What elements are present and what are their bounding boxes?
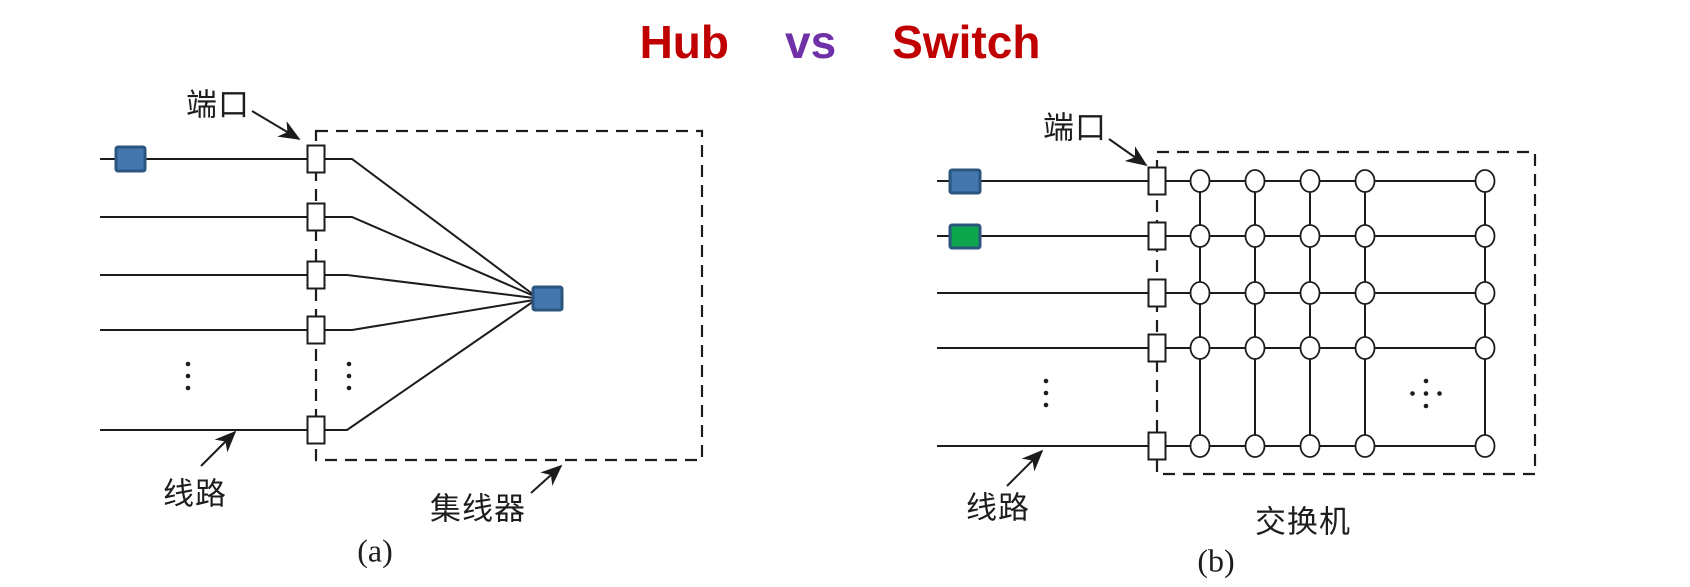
crosspoint-circle	[1244, 169, 1266, 193]
crosspoint-circle	[1474, 224, 1496, 248]
title-switch: Switch	[892, 16, 1041, 68]
crossbar-grid	[1189, 169, 1496, 458]
switch-port-box	[1147, 166, 1167, 196]
switch-device-label: 交换机	[1255, 504, 1351, 540]
crosspoint-circle	[1299, 169, 1321, 193]
switch-diagram	[937, 138, 1537, 487]
ellipsis-dot	[1043, 390, 1049, 396]
crosspoint-circle	[1189, 224, 1211, 248]
ellipsis-dot	[1423, 403, 1429, 409]
title-vs: vs	[785, 16, 837, 68]
crosspoint-circle	[1189, 434, 1211, 458]
hub-port-arrow	[251, 110, 301, 140]
crosspoint-circle	[1244, 281, 1266, 305]
switch-caption: (b)	[1197, 542, 1235, 579]
switch-port-box	[1147, 333, 1167, 363]
switch-port-label: 端口	[1043, 110, 1107, 146]
hub-line-label: 线路	[163, 476, 227, 512]
switch-line-arrow	[1006, 449, 1044, 487]
ellipsis-dot	[346, 385, 352, 391]
hub-center-node	[531, 285, 564, 312]
crosspoint-circle	[1244, 434, 1266, 458]
ellipsis-dot	[185, 373, 191, 379]
switch-host-node-green	[948, 223, 982, 250]
ellipsis-dot	[1410, 391, 1415, 396]
hub-internal-line	[324, 216, 535, 297]
hub-host-node-blue	[114, 145, 147, 173]
switch-port-arrow	[1108, 138, 1148, 167]
hub-enclosure-dashed-box	[314, 129, 704, 462]
hub-port-box	[306, 202, 326, 232]
ellipsis-dot	[1423, 391, 1429, 396]
crosspoint-circle	[1299, 434, 1321, 458]
switch-port-box	[1147, 431, 1167, 461]
crosspoint-circle	[1354, 224, 1376, 248]
ellipsis-dot	[346, 373, 352, 379]
crosspoint-circle	[1354, 169, 1376, 193]
hub-internal-line	[324, 274, 535, 299]
hub-port-box	[306, 315, 326, 345]
hub-port-box	[306, 144, 326, 174]
switch-line-label: 线路	[966, 490, 1030, 526]
hub-line-arrow	[200, 430, 237, 467]
ellipsis-dot	[1043, 378, 1049, 384]
switch-port-box	[1147, 221, 1167, 251]
hub-port-box	[306, 415, 326, 445]
hub-device-arrow	[530, 464, 563, 494]
switch-enclosure-dashed-box	[1155, 150, 1537, 476]
crosspoint-circle	[1189, 336, 1211, 360]
crosspoint-circle	[1244, 224, 1266, 248]
ellipsis-dot	[1043, 402, 1049, 408]
crosspoint-circle	[1474, 434, 1496, 458]
ellipsis-dot	[185, 361, 191, 367]
ellipsis-dot	[1437, 391, 1442, 396]
crosspoint-circle	[1354, 434, 1376, 458]
page-title: Hub vs Switch	[560, 14, 1120, 70]
hub-internal-line	[324, 300, 535, 431]
crosspoint-circle	[1299, 224, 1321, 248]
crosspoint-circle	[1244, 336, 1266, 360]
crosspoint-circle	[1354, 336, 1376, 360]
crosspoint-circle	[1354, 281, 1376, 305]
switch-port-box	[1147, 278, 1167, 308]
hub-port-box	[306, 260, 326, 290]
crosspoint-circle	[1299, 281, 1321, 305]
ellipsis-dot	[1423, 378, 1429, 384]
title-hub: Hub	[639, 16, 729, 68]
hub-internal-line	[324, 299, 535, 331]
crosspoint-circle	[1189, 281, 1211, 305]
crosspoint-circle	[1299, 336, 1321, 360]
ellipsis-dot	[185, 385, 191, 391]
switch-host-node-blue	[948, 168, 982, 195]
hub-caption: (a)	[357, 532, 393, 569]
hub-port-label: 端口	[186, 87, 250, 123]
hub-internal-line	[324, 158, 535, 296]
hub-device-label: 集线器	[430, 491, 526, 527]
crosspoint-circle	[1474, 281, 1496, 305]
crosspoint-circle	[1189, 169, 1211, 193]
crosspoint-circle	[1474, 336, 1496, 360]
ellipsis-dot	[346, 361, 352, 367]
crosspoint-circle	[1474, 169, 1496, 193]
hub-diagram	[100, 110, 704, 494]
